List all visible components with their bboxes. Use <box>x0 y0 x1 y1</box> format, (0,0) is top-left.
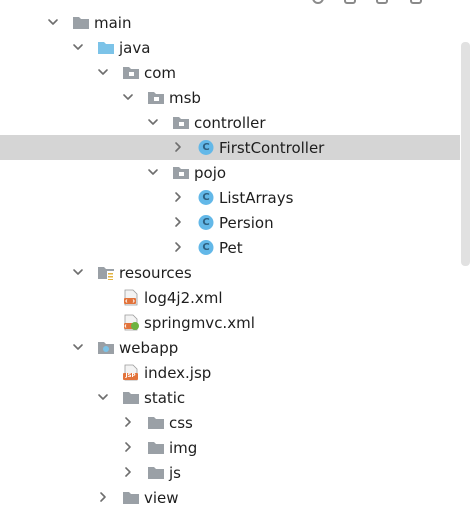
tree-row-listarrays[interactable]: C ListArrays <box>0 185 460 210</box>
web-folder-icon <box>97 339 115 356</box>
folder-icon <box>147 414 165 431</box>
tree-item-label: img <box>169 439 198 457</box>
chevron-down-icon[interactable] <box>122 91 134 103</box>
vertical-scrollbar[interactable] <box>460 0 472 501</box>
tree-row-js[interactable]: js <box>0 460 460 485</box>
tree-row-main[interactable]: main <box>0 10 460 35</box>
class-icon: C <box>197 239 215 256</box>
chevron-right-icon[interactable] <box>97 491 109 503</box>
tree-item-label: FirstController <box>219 139 325 157</box>
tree-item-label: pojo <box>194 164 227 182</box>
package-icon <box>172 164 190 181</box>
tree-row-img[interactable]: img <box>0 435 460 460</box>
class-icon-letter: C <box>202 242 210 253</box>
folder-icon <box>147 464 165 481</box>
tree-item-label: static <box>144 389 186 407</box>
tree-row-css[interactable]: css <box>0 410 460 435</box>
package-icon <box>172 114 190 131</box>
class-icon-letter: C <box>202 192 210 203</box>
spring-xml-file-icon <box>122 314 140 331</box>
tool-window-header <box>0 0 472 6</box>
folder-icon <box>122 389 140 406</box>
chevron-right-icon[interactable] <box>122 416 134 428</box>
package-icon <box>122 64 140 81</box>
chevron-right-icon[interactable] <box>172 141 184 153</box>
chevron-down-icon[interactable] <box>147 166 159 178</box>
class-icon: C <box>197 214 215 231</box>
tree-row-controller[interactable]: controller <box>0 110 460 135</box>
settings-icon[interactable] <box>312 0 324 4</box>
collapse-all-icon[interactable] <box>344 0 356 4</box>
tree-row-springmvc-xml[interactable]: springmvc.xml <box>0 310 460 335</box>
class-icon: C <box>197 189 215 206</box>
chevron-down-icon[interactable] <box>72 266 84 278</box>
expand-icon[interactable] <box>376 0 388 4</box>
tree-item-label: webapp <box>119 339 179 357</box>
tree-item-label: resources <box>119 264 192 282</box>
tree-row-index-jsp[interactable]: JSP index.jsp <box>0 360 460 385</box>
chevron-right-icon[interactable] <box>122 466 134 478</box>
tree-row-view[interactable]: view <box>0 485 460 510</box>
tree-item-label: com <box>144 64 177 82</box>
source-folder-icon <box>97 39 115 56</box>
tree-item-label: main <box>94 14 132 32</box>
folder-icon <box>122 489 140 506</box>
chevron-down-icon[interactable] <box>147 116 159 128</box>
chevron-down-icon[interactable] <box>72 341 84 353</box>
class-icon-letter: C <box>202 217 210 228</box>
hide-icon[interactable] <box>410 0 422 4</box>
chevron-down-icon[interactable] <box>72 41 84 53</box>
tree-item-label: log4j2.xml <box>144 289 223 307</box>
tree-item-label: ListArrays <box>219 189 294 207</box>
tree-row-com[interactable]: com <box>0 60 460 85</box>
tree-row-webapp[interactable]: webapp <box>0 335 460 360</box>
tree-item-label: Persion <box>219 214 274 232</box>
tree-item-label: view <box>144 489 179 507</box>
tree-row-pet[interactable]: C Pet <box>0 235 460 260</box>
xml-file-icon <box>122 289 140 306</box>
chevron-right-icon[interactable] <box>172 191 184 203</box>
jsp-badge: JSP <box>125 373 136 379</box>
tree-item-label: js <box>169 464 181 482</box>
tree-item-label: index.jsp <box>144 364 212 382</box>
chevron-right-icon[interactable] <box>122 441 134 453</box>
class-icon: C <box>197 139 215 156</box>
resources-folder-icon <box>97 264 115 281</box>
tree-row-persion[interactable]: C Persion <box>0 210 460 235</box>
folder-icon <box>72 14 90 31</box>
tree-row-log4j2-xml[interactable]: log4j2.xml <box>0 285 460 310</box>
tree-row-java[interactable]: java <box>0 35 460 60</box>
tree-item-label: css <box>169 414 193 432</box>
tree-item-label: java <box>119 39 151 57</box>
tree-row-static[interactable]: static <box>0 385 460 410</box>
tree-item-label: Pet <box>219 239 243 257</box>
tree-item-label: msb <box>169 89 201 107</box>
package-icon <box>147 89 165 106</box>
chevron-right-icon[interactable] <box>172 241 184 253</box>
tree-row-firstcontroller[interactable]: C FirstController <box>0 135 460 160</box>
chevron-down-icon[interactable] <box>97 391 109 403</box>
tree-item-label: springmvc.xml <box>144 314 255 332</box>
folder-icon <box>147 439 165 456</box>
class-icon-letter: C <box>202 142 210 153</box>
chevron-right-icon[interactable] <box>172 216 184 228</box>
tree-row-msb[interactable]: msb <box>0 85 460 110</box>
chevron-down-icon[interactable] <box>97 66 109 78</box>
scrollbar-thumb[interactable] <box>461 42 470 266</box>
jsp-file-icon: JSP <box>122 364 140 381</box>
tree-row-pojo[interactable]: pojo <box>0 160 460 185</box>
tree-row-resources[interactable]: resources <box>0 260 460 285</box>
chevron-down-icon[interactable] <box>47 16 59 28</box>
tree-item-label: controller <box>194 114 266 132</box>
